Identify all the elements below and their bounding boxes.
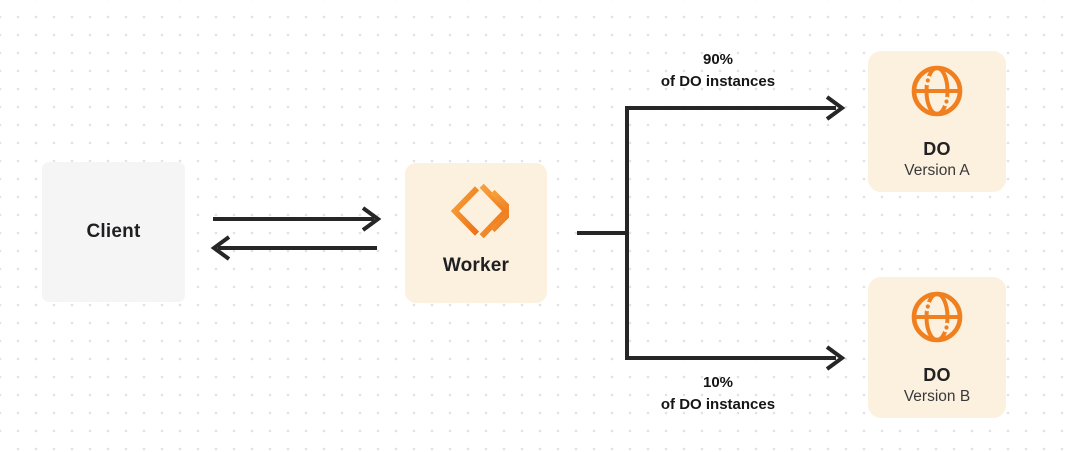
worker-node: Worker: [405, 163, 547, 303]
do-version-a-node: DO Version A: [868, 51, 1006, 192]
arrow-to-do-version-a: [627, 95, 846, 121]
split-label-10-percent: 10% of DO instances: [613, 372, 823, 416]
split-percent-top: 90%: [702, 51, 734, 68]
do-version-b-node: DO Version B: [868, 277, 1006, 418]
split-caption-top: of DO instances: [660, 73, 776, 90]
globe-icon: [909, 289, 965, 345]
client-label: Client: [86, 221, 141, 242]
do-a-subtitle: Version A: [904, 162, 970, 179]
split-trunk-line: [577, 106, 629, 360]
client-node: Client: [42, 162, 185, 302]
split-percent-bottom: 10%: [702, 374, 734, 391]
worker-label: Worker: [442, 255, 510, 276]
arrow-worker-to-client: [210, 235, 377, 261]
split-caption-bottom: of DO instances: [660, 396, 776, 413]
do-b-subtitle: Version B: [903, 388, 971, 405]
arrow-client-to-worker: [213, 206, 382, 232]
split-label-90-percent: 90% of DO instances: [613, 49, 823, 93]
do-b-title: DO: [923, 365, 951, 385]
workers-chevron-icon: [443, 178, 516, 244]
globe-icon: [909, 63, 965, 119]
arrow-to-do-version-b: [627, 345, 846, 371]
do-a-title: DO: [923, 139, 951, 159]
